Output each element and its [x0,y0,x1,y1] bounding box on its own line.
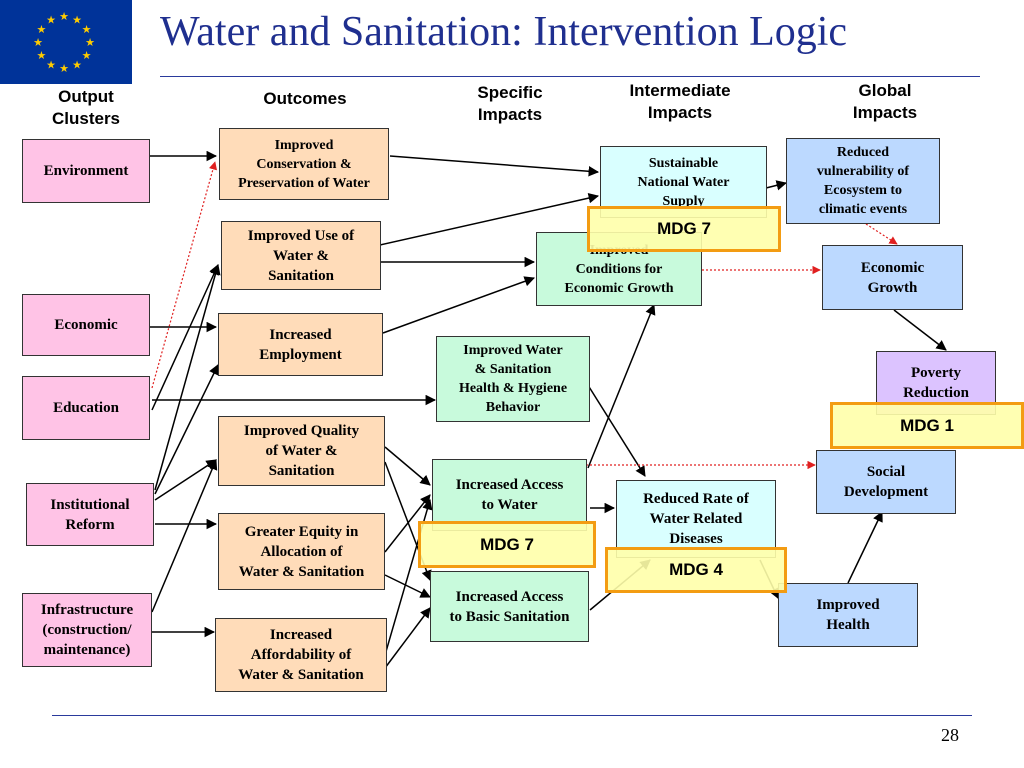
box-improved-use: Improved Use of Water & Sanitation [221,221,381,290]
box-economic: Economic [22,294,150,356]
box-institutional-reform: Institutional Reform [26,483,154,546]
box-improved-conservation: Improved Conservation & Preservation of … [219,128,389,200]
eu-star-icon: ★ [59,11,69,23]
page-title: Water and Sanitation: Intervention Logic [160,9,848,55]
box-education: Education [22,376,150,440]
eu-star-icon: ★ [59,63,69,75]
header-outcomes: Outcomes [263,89,347,108]
mdg-7-badge-water: MDG 7 [418,521,596,568]
eu-star-icon: ★ [33,37,43,49]
eu-star-icon: ★ [37,24,47,36]
eu-star-icon: ★ [37,50,47,62]
footer-rule [52,715,972,716]
header-intermediate-impacts: Intermediate Impacts [629,81,731,122]
eu-star-icon: ★ [82,24,92,36]
eu-star-icon: ★ [72,14,82,26]
box-improved-behavior: Improved Water & Sanitation Health & Hyg… [436,336,590,422]
box-improved-health: Improved Health [778,583,918,647]
box-economic-growth: Economic Growth [822,245,963,310]
box-infrastructure: Infrastructure (construction/ maintenanc… [22,593,152,667]
box-greater-equity: Greater Equity in Allocation of Water & … [218,513,385,590]
box-increased-access-sanitation: Increased Access to Basic Sanitation [430,571,589,642]
box-reduced-vulnerability: Reduced vulnerability of Ecosystem to cl… [786,138,940,224]
header-output-clusters: Output Clusters [51,87,121,128]
box-environment: Environment [22,139,150,203]
header-global-impacts: Global Impacts [852,81,918,122]
mdg-4-badge-diseases: MDG 4 [605,547,787,593]
box-increased-employment: Increased Employment [218,313,383,376]
header-specific-impacts: Specific Impacts [477,83,543,124]
eu-flag-logo: ★★★★★★★★★★★★ [0,0,132,84]
box-improved-quality: Improved Quality of Water & Sanitation [218,416,385,486]
box-increased-affordability: Increased Affordability of Water & Sanit… [215,618,387,692]
eu-star-icon: ★ [85,37,95,49]
title-rule [160,76,980,77]
mdg-7-badge-supply: MDG 7 [587,206,781,252]
mdg-1-badge-poverty: MDG 1 [830,402,1024,449]
eu-star-icon: ★ [46,14,56,26]
eu-star-icon: ★ [82,50,92,62]
box-reduced-diseases: Reduced Rate of Water Related Diseases [616,480,776,558]
box-social-development: Social Development [816,450,956,514]
box-increased-access-water: Increased Access to Water [432,459,587,531]
eu-stars-icon: ★★★★★★★★★★★★ [33,11,95,75]
page-number: 28 [941,725,959,745]
eu-star-icon: ★ [46,60,56,72]
eu-star-icon: ★ [72,60,82,72]
